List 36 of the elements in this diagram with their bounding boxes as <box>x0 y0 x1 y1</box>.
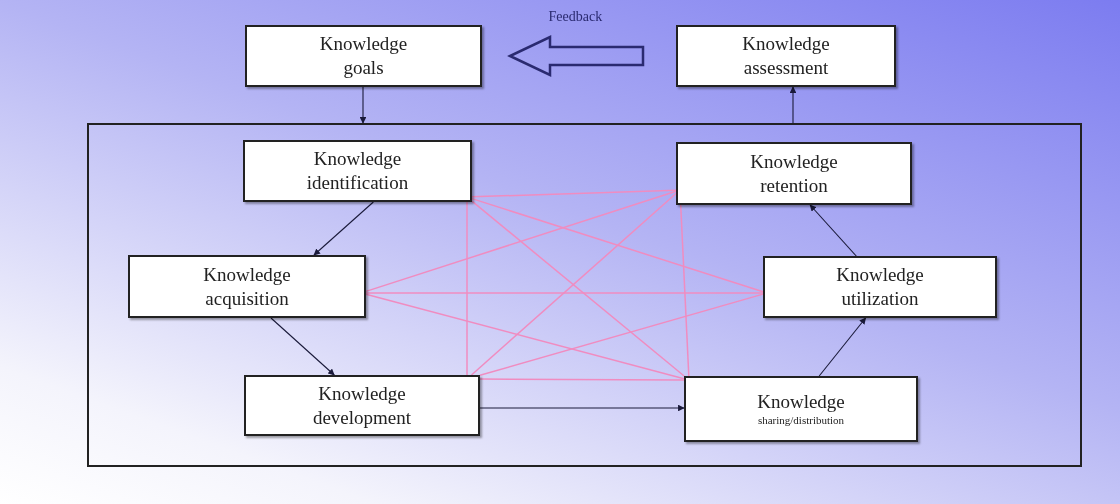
block-arrow <box>507 35 645 77</box>
connector-line <box>466 201 468 376</box>
box-label: sharing/distribution <box>757 414 845 428</box>
process-box <box>684 376 918 442</box>
box-label: Knowledge retention <box>749 149 839 198</box>
arrow <box>313 201 374 256</box>
connector-line <box>365 292 764 294</box>
process-box <box>128 255 366 318</box>
arrow <box>359 86 367 124</box>
box-label: Knowledge development <box>311 381 413 430</box>
edge-label: Feedback <box>548 9 603 25</box>
process-box <box>244 375 480 436</box>
process-box <box>763 256 997 318</box>
connector-line <box>365 293 685 380</box>
process-box <box>243 140 472 202</box>
box-label: Knowledge utilization <box>835 263 925 311</box>
arrow <box>789 86 797 124</box>
connector-line <box>471 197 764 293</box>
connector-line <box>479 378 685 381</box>
box-label: Knowledge <box>757 390 845 414</box>
arrow <box>809 204 857 257</box>
box-label: Knowledge identification <box>305 147 410 195</box>
connector-line <box>479 293 764 376</box>
process-box <box>245 25 482 87</box>
box-label: Knowledge goals <box>318 32 409 80</box>
connector-line <box>679 204 690 377</box>
box-label: Knowledge acquisition <box>202 262 292 311</box>
process-box <box>676 25 896 87</box>
arrow <box>270 317 335 376</box>
box-label: Knowledge assessment <box>741 32 831 80</box>
connector-line <box>365 190 677 293</box>
connector-line <box>471 189 677 198</box>
process-box <box>676 142 912 205</box>
arrow <box>818 317 867 377</box>
arrow <box>479 404 685 412</box>
container-box <box>87 123 1082 467</box>
